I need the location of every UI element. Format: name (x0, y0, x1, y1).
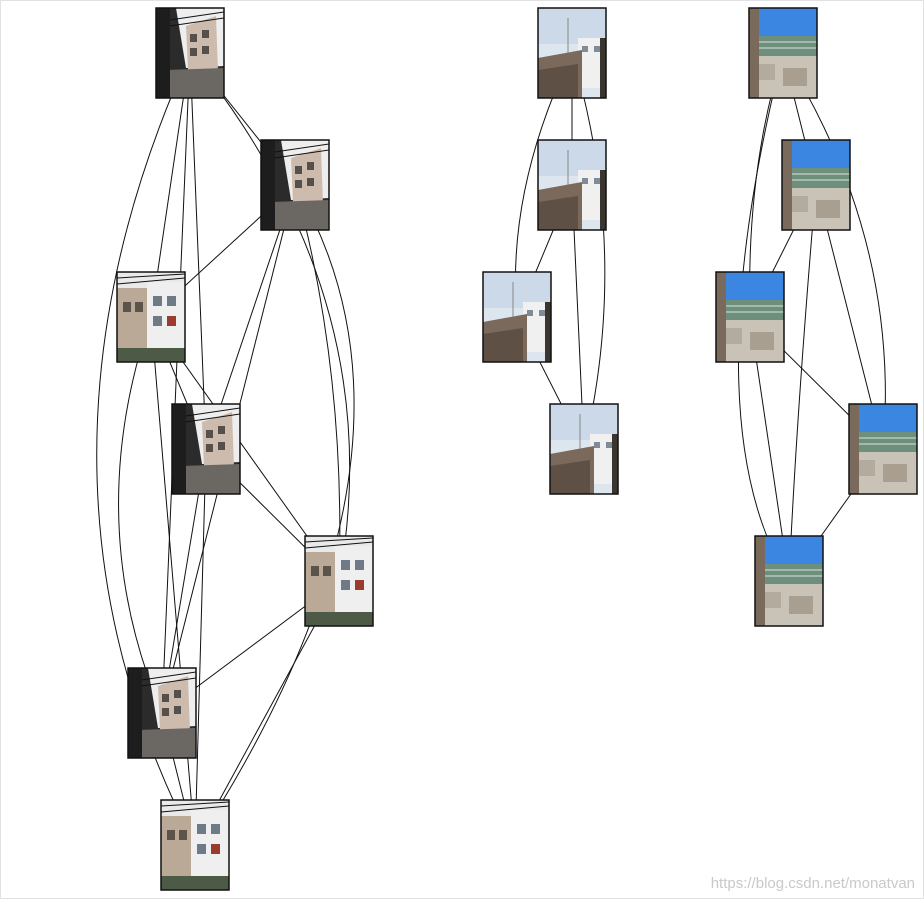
graph-node-b3[interactable] (482, 271, 552, 363)
node-thumbnail-image (716, 272, 784, 362)
node-thumbnail-image (782, 140, 850, 230)
edge-a3-a7 (150, 316, 196, 846)
graph-node-b4[interactable] (549, 403, 619, 495)
node-thumbnail-image (550, 404, 618, 494)
graph-node-a3[interactable] (116, 271, 186, 363)
graph-node-a7[interactable] (160, 799, 230, 891)
graph-node-a1[interactable] (155, 7, 225, 99)
edge-c2-c5 (788, 184, 817, 582)
watermark-text: https://blog.csdn.net/monatvan (710, 875, 915, 892)
edge-b1-b4 (571, 52, 606, 450)
node-thumbnail-image (483, 272, 551, 362)
graph-node-c2[interactable] (781, 139, 851, 231)
node-thumbnail-image (538, 8, 606, 98)
node-border (171, 403, 241, 495)
node-thumbnail-image (261, 140, 329, 230)
edge-a1-a5 (189, 52, 351, 582)
node-thumbnail-image (538, 140, 606, 230)
node-border (160, 799, 230, 891)
node-thumbnail-image (305, 536, 373, 626)
node-border (781, 139, 851, 231)
graph-node-a2[interactable] (260, 139, 330, 231)
edge-a1-a4 (189, 52, 207, 450)
node-border (549, 403, 619, 495)
node-border (715, 271, 785, 363)
node-thumbnail-image (161, 800, 229, 890)
graph-node-a6[interactable] (127, 667, 197, 759)
node-border (482, 271, 552, 363)
graph-node-c1[interactable] (748, 7, 818, 99)
node-thumbnail-image (128, 668, 196, 758)
graph-node-b1[interactable] (537, 7, 607, 99)
node-border (848, 403, 918, 495)
node-thumbnail-image (172, 404, 240, 494)
graph-node-a5[interactable] (304, 535, 374, 627)
graph-node-c5[interactable] (754, 535, 824, 627)
node-border (537, 7, 607, 99)
node-border (155, 7, 225, 99)
edge-c1-c5 (738, 52, 790, 582)
node-thumbnail-image (749, 8, 817, 98)
edge-a2-a7 (194, 184, 355, 846)
node-border (748, 7, 818, 99)
node-border (754, 535, 824, 627)
node-thumbnail-image (156, 8, 224, 98)
graph-node-b2[interactable] (537, 139, 607, 231)
node-border (116, 271, 186, 363)
node-thumbnail-image (755, 536, 823, 626)
node-border (537, 139, 607, 231)
node-border (304, 535, 374, 627)
graph-node-c3[interactable] (715, 271, 785, 363)
edge-a2-a5 (294, 184, 341, 582)
edge-a1-a6 (161, 52, 191, 714)
edge-a4-a7 (194, 448, 207, 846)
node-thumbnail-image (117, 272, 185, 362)
node-thumbnail-image (849, 404, 917, 494)
node-border (127, 667, 197, 759)
node-border (260, 139, 330, 231)
graph-node-c4[interactable] (848, 403, 918, 495)
edge-a3-a6 (118, 316, 163, 714)
edge-c1-c4 (782, 52, 886, 450)
nodes-layer (116, 7, 918, 891)
graph-node-a4[interactable] (171, 403, 241, 495)
